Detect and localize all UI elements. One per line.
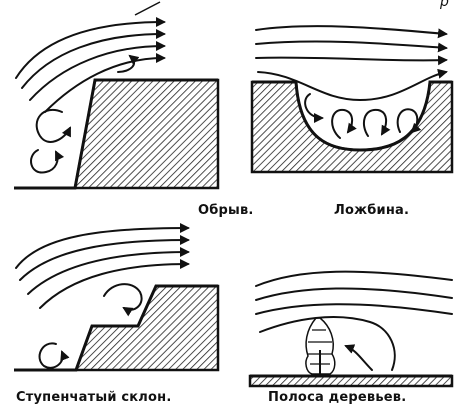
eddy-arrow — [346, 346, 372, 370]
panel-stepped — [14, 228, 218, 370]
top-fragment: р — [440, 0, 449, 10]
hollow-terrain — [252, 82, 452, 172]
panel-cliff — [14, 22, 218, 188]
stepped-terrain — [14, 286, 218, 370]
eddy-arrow — [104, 284, 142, 310]
flow-line — [256, 288, 452, 300]
eddy-arrow — [332, 110, 352, 138]
flow-line — [256, 304, 452, 314]
caption-cliff: Обрыв. — [198, 203, 254, 218]
flow-line — [16, 228, 188, 268]
caption-stepped-slope: Ступенчатый склон. — [16, 390, 171, 405]
flow-line — [16, 22, 164, 78]
flow-line — [256, 26, 446, 34]
flow-line — [256, 41, 446, 48]
tree-belt-icon — [306, 318, 335, 376]
caption-hollow: Ложбина. — [334, 203, 409, 218]
panel-trees — [250, 272, 452, 386]
panel-hollow — [252, 26, 452, 172]
eddy-arrow — [40, 343, 63, 367]
eddy-arrow — [305, 94, 322, 118]
eddy-arrow — [364, 110, 386, 136]
eddy-arrow — [398, 109, 418, 132]
flow-line — [256, 272, 452, 286]
flow-line — [256, 58, 446, 61]
caption-tree-belt: Полоса деревьев. — [268, 390, 406, 405]
eddy-arrow — [31, 150, 58, 173]
eddy-arrow — [37, 110, 70, 142]
cropped-stroke — [135, 2, 160, 15]
